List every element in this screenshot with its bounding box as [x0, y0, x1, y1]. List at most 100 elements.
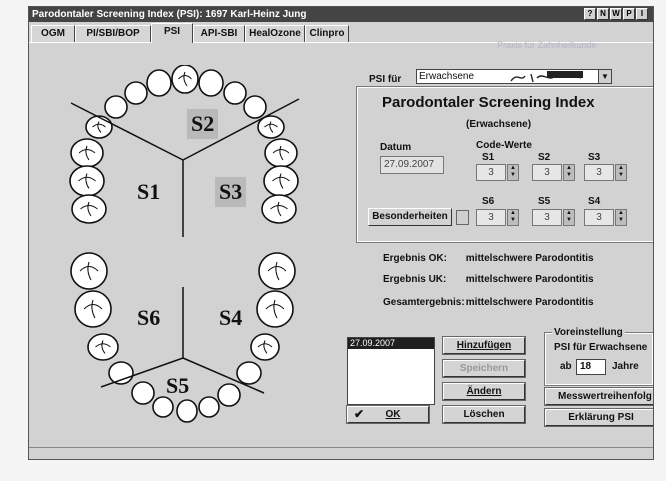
lower-sector-lines: [100, 287, 265, 394]
spin-buttons[interactable]: ▲▼: [507, 164, 519, 181]
date-field[interactable]: 27.09.2007: [380, 156, 444, 174]
tab-psi[interactable]: PSI: [151, 23, 193, 43]
lower-tooth: [258, 252, 296, 290]
code-stepper-s1[interactable]: 3 ▲▼: [476, 164, 520, 181]
title-button-w[interactable]: W: [610, 8, 622, 20]
chevron-down-icon[interactable]: ▼: [598, 70, 611, 83]
lower-tooth: [74, 290, 112, 328]
spin-buttons[interactable]: ▲▼: [563, 209, 575, 226]
upper-tooth: [257, 115, 285, 139]
upper-jaw-teeth: [69, 64, 299, 224]
upper-tooth: [263, 165, 299, 197]
code-stepper-s2[interactable]: 3 ▲▼: [532, 164, 576, 181]
lower-tooth: [176, 399, 198, 423]
edit-button[interactable]: Ändern: [442, 382, 526, 401]
title-button-n[interactable]: N: [597, 8, 609, 20]
lower-tooth: [87, 333, 119, 361]
arrow-up-icon[interactable]: ▲: [566, 210, 572, 216]
arrow-down-icon[interactable]: ▼: [618, 172, 624, 178]
list-item[interactable]: 27.09.2007: [348, 338, 434, 349]
arrow-up-icon[interactable]: ▲: [510, 165, 516, 171]
sector-s2[interactable]: S2: [187, 109, 219, 139]
teeth-drawing: [69, 64, 300, 423]
voreinstellung-jahre-label: Jahre: [612, 361, 639, 372]
code-value-s5[interactable]: 3: [532, 209, 562, 226]
spin-buttons[interactable]: ▲▼: [615, 164, 627, 181]
besonderheiten-button[interactable]: Besonderheiten: [368, 208, 452, 226]
arrow-down-icon[interactable]: ▼: [566, 172, 572, 178]
tab-api-sbi[interactable]: API-SBI: [193, 25, 245, 42]
code-stepper-s5[interactable]: 3 ▲▼: [532, 209, 576, 226]
upper-tooth: [243, 95, 267, 119]
code-value-s2[interactable]: 3: [532, 164, 562, 181]
besonderheiten-indicator[interactable]: [456, 210, 469, 225]
upper-tooth: [124, 81, 148, 105]
tab-ogm[interactable]: OGM: [31, 25, 75, 42]
code-label-s3: S3: [588, 152, 601, 163]
arrow-up-icon[interactable]: ▲: [618, 165, 624, 171]
upper-tooth-fissure: [80, 201, 98, 217]
upper-sector-lines: [70, 98, 300, 237]
voreinstellung-title: Voreinstellung: [552, 327, 625, 338]
code-value-s3[interactable]: 3: [584, 164, 614, 181]
arrow-up-icon[interactable]: ▲: [566, 165, 572, 171]
help-button[interactable]: ?: [584, 8, 596, 20]
title-button-p[interactable]: P: [623, 8, 635, 20]
sector-s5[interactable]: S5: [166, 373, 190, 398]
lower-tooth-fissure: [83, 299, 103, 319]
lower-tooth: [131, 381, 155, 405]
spin-buttons[interactable]: ▲▼: [507, 209, 519, 226]
arrow-up-icon[interactable]: ▲: [510, 210, 516, 216]
sector-s3[interactable]: S3: [215, 177, 247, 207]
tab-healozone[interactable]: HealOzone: [245, 25, 305, 42]
arrow-down-icon[interactable]: ▼: [510, 217, 516, 223]
spin-buttons[interactable]: ▲▼: [563, 164, 575, 181]
delete-button[interactable]: Löschen: [442, 405, 526, 424]
arrow-down-icon[interactable]: ▼: [510, 172, 516, 178]
upper-tooth-fissure: [78, 173, 96, 189]
explain-psi-button[interactable]: Erklärung PSI: [544, 408, 653, 427]
code-label-s1: S1: [482, 152, 495, 163]
date-history-list[interactable]: 27.09.2007: [347, 337, 435, 405]
sector-s1[interactable]: S1: [137, 179, 161, 204]
code-value-s1[interactable]: 3: [476, 164, 506, 181]
psi-panel: Parodontaler Screening Index (Erwachsene…: [356, 86, 653, 243]
psi-for-select[interactable]: Erwachsene ▼: [416, 69, 612, 84]
lower-tooth: [256, 290, 294, 328]
code-label-s6: S6: [482, 196, 495, 207]
sector-s4[interactable]: S4: [219, 305, 243, 330]
ok-button[interactable]: ✔ OK: [346, 405, 430, 424]
tab-divider: [29, 42, 653, 43]
add-button[interactable]: Hinzufügen: [442, 336, 526, 355]
lower-tooth: [198, 396, 220, 418]
code-values-label: Code-Werte: [476, 140, 532, 151]
upper-tooth: [85, 115, 113, 139]
upper-tooth: [146, 69, 172, 97]
upper-tooth: [261, 194, 297, 224]
lower-tooth: [70, 252, 108, 290]
measurement-order-button[interactable]: Messwertreihenfolg: [544, 387, 653, 406]
voreinstellung-psi-label: PSI für Erwachsene: [554, 342, 648, 353]
upper-tooth-fissure: [78, 145, 96, 161]
code-stepper-s4[interactable]: 3 ▲▼: [584, 209, 628, 226]
lower-tooth-fissure: [79, 261, 99, 281]
tab-pi-sbi-bop[interactable]: PI/SBI/BOP: [75, 25, 151, 42]
code-label-s5: S5: [538, 196, 551, 207]
lower-tooth: [152, 396, 174, 418]
arrow-down-icon[interactable]: ▼: [618, 217, 624, 223]
title-button-i[interactable]: I: [636, 8, 648, 20]
spin-buttons[interactable]: ▲▼: [615, 209, 627, 226]
code-value-s4[interactable]: 3: [584, 209, 614, 226]
result-ok-row: Ergebnis OK: mittelschwere Parodontitis: [383, 253, 594, 264]
lower-tooth-fissure: [267, 261, 287, 281]
arrow-down-icon[interactable]: ▼: [566, 217, 572, 223]
code-value-s6[interactable]: 3: [476, 209, 506, 226]
code-stepper-s6[interactable]: 3 ▲▼: [476, 209, 520, 226]
arrow-up-icon[interactable]: ▲: [618, 210, 624, 216]
save-button[interactable]: Speichern: [442, 359, 526, 378]
age-threshold-input[interactable]: 18: [576, 359, 606, 375]
tab-clinpro[interactable]: Clinpro: [305, 25, 349, 42]
upper-tooth-fissure: [178, 71, 192, 87]
sector-s6[interactable]: S6: [137, 305, 161, 330]
code-stepper-s3[interactable]: 3 ▲▼: [584, 164, 628, 181]
